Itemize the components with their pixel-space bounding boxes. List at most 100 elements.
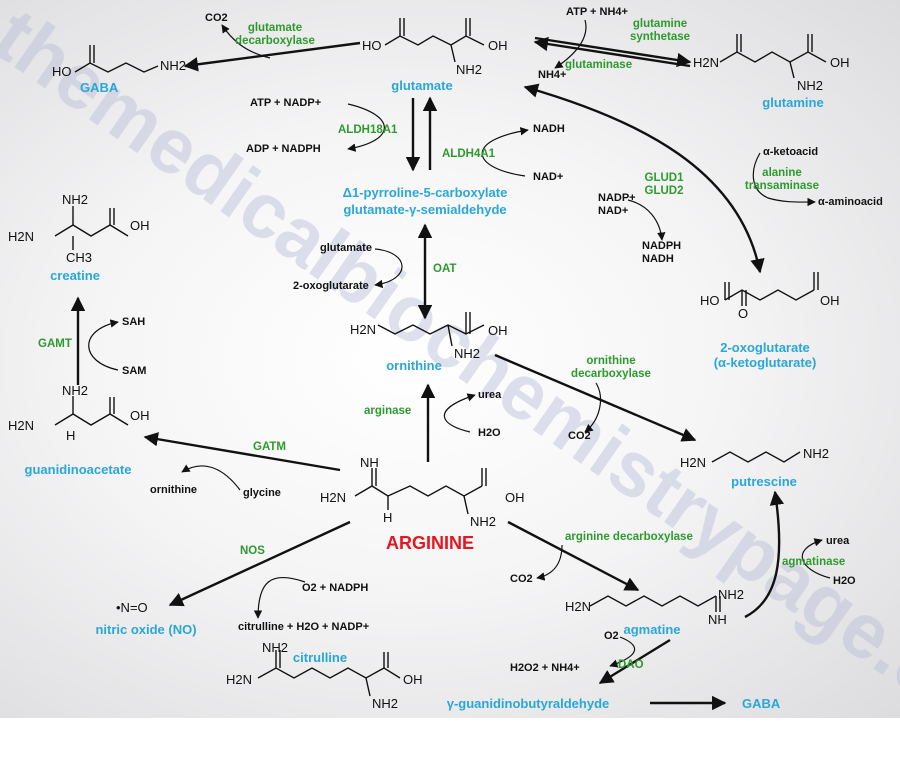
enzyme-arginine-decarboxylase: arginine decarboxylase — [565, 531, 693, 543]
structure-agmatine — [589, 595, 717, 607]
atom-nh2-ornithine: NH2 — [454, 346, 481, 361]
cof-arrow-glud — [627, 199, 666, 241]
enzyme-gamt: GAMT — [38, 338, 72, 350]
atom-nh2-citrulline-alpha: NH2 — [372, 696, 399, 711]
atom-ho-glutamate: HO — [362, 38, 382, 53]
enzyme-gatm: GATM — [253, 441, 287, 453]
cofactor-urea-arginase: urea — [478, 389, 502, 401]
atom-h-arginine: H — [383, 510, 393, 525]
enzyme-glutamine-synthetase: glutamine synthetase — [629, 18, 691, 43]
atom-nh2-creatine: NH2 — [62, 192, 89, 207]
cof-arrow-dao — [609, 636, 636, 668]
cofactor-co2-odc: CO2 — [568, 430, 591, 442]
atom-h2n-ornithine: H2N — [350, 322, 377, 337]
label-ornithine: ornithine — [386, 358, 442, 373]
cofactor-urea-agm: urea — [826, 535, 850, 547]
cofactor-citrulline-products: citrulline + H2O + NADP+ — [238, 621, 370, 633]
arrow-glutamine-glutamate — [533, 36, 691, 68]
cof-arrow-gamt — [88, 319, 119, 371]
arrow-dao — [598, 638, 671, 685]
cof-arrow-oat — [374, 248, 403, 289]
atom-h2n-agmatine: H2N — [565, 599, 592, 614]
label-agmatine: agmatine — [623, 622, 681, 637]
arrow-glutamate-gaba — [183, 41, 361, 72]
cofactor-o2-nadph: O2 + NADPH — [302, 582, 369, 594]
enzyme-aldh4a1: ALDH4A1 — [442, 148, 496, 160]
arrow-agmatinase — [744, 490, 785, 619]
cof-arrow-adc — [536, 544, 563, 581]
cofactor-h2o2-nh4: H2O2 + NH4+ — [510, 662, 580, 674]
cof-arrow-agmatinase — [801, 538, 831, 579]
enzyme-alanine-transaminase: alanine transaminase — [744, 167, 820, 192]
atom-oh-guanidinoacetate: OH — [130, 408, 150, 423]
cofactor-ornithine-gatm: ornithine — [150, 484, 198, 496]
atom-h2n-citrulline: H2N — [226, 672, 253, 687]
arrow-odc — [494, 353, 697, 442]
enzyme-arginase: arginase — [364, 405, 412, 417]
enzyme-glutamate-decarboxylase: glutamate decarboxylase — [235, 22, 315, 47]
arrow-glutamate-oxoglutarate — [523, 83, 765, 274]
enzyme-glud: GLUD1 GLUD2 — [644, 172, 684, 197]
structure-glutamate — [384, 35, 485, 46]
atom-nh2-gaba: NH2 — [160, 58, 187, 73]
cofactor-co2-glu: CO2 — [205, 12, 228, 24]
atom-oh-ornithine: OH — [488, 323, 508, 338]
cofactor-co2-adc: CO2 — [510, 573, 533, 585]
arrow-glutamate-glutamine — [534, 36, 692, 68]
cofactor-nh4: NH4+ — [538, 69, 567, 81]
enzyme-dao: DAO — [618, 659, 644, 671]
atom-h2n-glutamine: H2N — [693, 55, 720, 70]
cofactor-nadph-nadh: NADPH NADH — [642, 240, 682, 265]
cof-arrow-arginase — [443, 393, 476, 433]
atom-nh-arginine: NH — [360, 455, 379, 470]
atom-h2n-arginine: H2N — [320, 490, 347, 505]
cof-arrow-aldh18a1 — [347, 103, 385, 152]
cofactor-nad: NAD+ — [533, 171, 564, 183]
atom-oh-glutamate: OH — [488, 38, 508, 53]
atom-nh2-glutamine: NH2 — [797, 78, 824, 93]
structure-arginine — [354, 485, 483, 497]
cofactor-h2o-arginase: H2O — [478, 427, 501, 439]
arrow-adc — [507, 520, 640, 592]
label-glutamine: glutamine — [762, 95, 824, 110]
label-guanidinobutyraldehyde: γ-guanidinobutyraldehyde — [446, 696, 610, 711]
atom-ho-oxoglutarate: HO — [700, 293, 720, 308]
structure-glutamine — [719, 51, 827, 63]
cofactor-atp-nh4: ATP + NH4+ — [566, 6, 628, 18]
atom-nh2-guanidinoacetate: NH2 — [62, 383, 89, 398]
cofactor-glycine: glycine — [243, 487, 281, 499]
enzyme-aldh18a1: ALDH18A1 — [338, 124, 398, 136]
enzyme-oat: OAT — [433, 263, 457, 275]
atom-h-guanidinoacetate: H — [66, 428, 76, 443]
atom-oh-creatine: OH — [130, 218, 150, 233]
structure-putrescine — [711, 451, 801, 463]
structure-gaba — [74, 62, 159, 73]
structure-oxoglutarate — [724, 289, 815, 301]
label-oxoglutarate: 2-oxoglutarate — [720, 340, 810, 355]
atom-h2n-creatine: H2N — [8, 229, 35, 244]
atom-no-radical: •N=O — [116, 600, 148, 615]
cofactor-adp-nadph: ADP + NADPH — [246, 143, 321, 155]
label-glutamate: glutamate — [391, 78, 453, 93]
cof-arrow-glutamine-synth — [554, 19, 587, 69]
cofactor-sah: SAH — [122, 316, 146, 328]
cofactor-atp-nadp: ATP + NADP+ — [250, 97, 322, 109]
atom-nh-agmatine: NH — [708, 612, 727, 627]
atom-oh-arginine: OH — [505, 490, 525, 505]
cofactor-ketoacid: α-ketoacid — [763, 146, 819, 158]
atom-oh-oxoglutarate: OH — [820, 293, 840, 308]
atom-h2n-guanidinoacetate: H2N — [8, 418, 35, 433]
atom-nh2-citrulline: NH2 — [262, 640, 289, 655]
label-nitric-oxide: nitric oxide (NO) — [95, 622, 197, 637]
enzyme-ornithine-decarboxylase: ornithine decarboxylase — [571, 355, 651, 380]
label-semialdehyde: glutamate-γ-semialdehyde — [343, 202, 507, 217]
atom-h2n-putrescine: H2N — [680, 455, 707, 470]
arrow-gatm — [143, 432, 341, 472]
enzyme-glutaminase: glutaminase — [565, 59, 633, 71]
cofactor-oat-glutamate: glutamate — [320, 242, 372, 254]
cof-arrow-odc — [584, 382, 602, 433]
structure-citrulline — [257, 667, 401, 679]
cof-arrow-co2-glu — [221, 24, 271, 59]
reaction-arrows — [54, 18, 831, 711]
structure-guanidinoacetate — [54, 413, 129, 426]
